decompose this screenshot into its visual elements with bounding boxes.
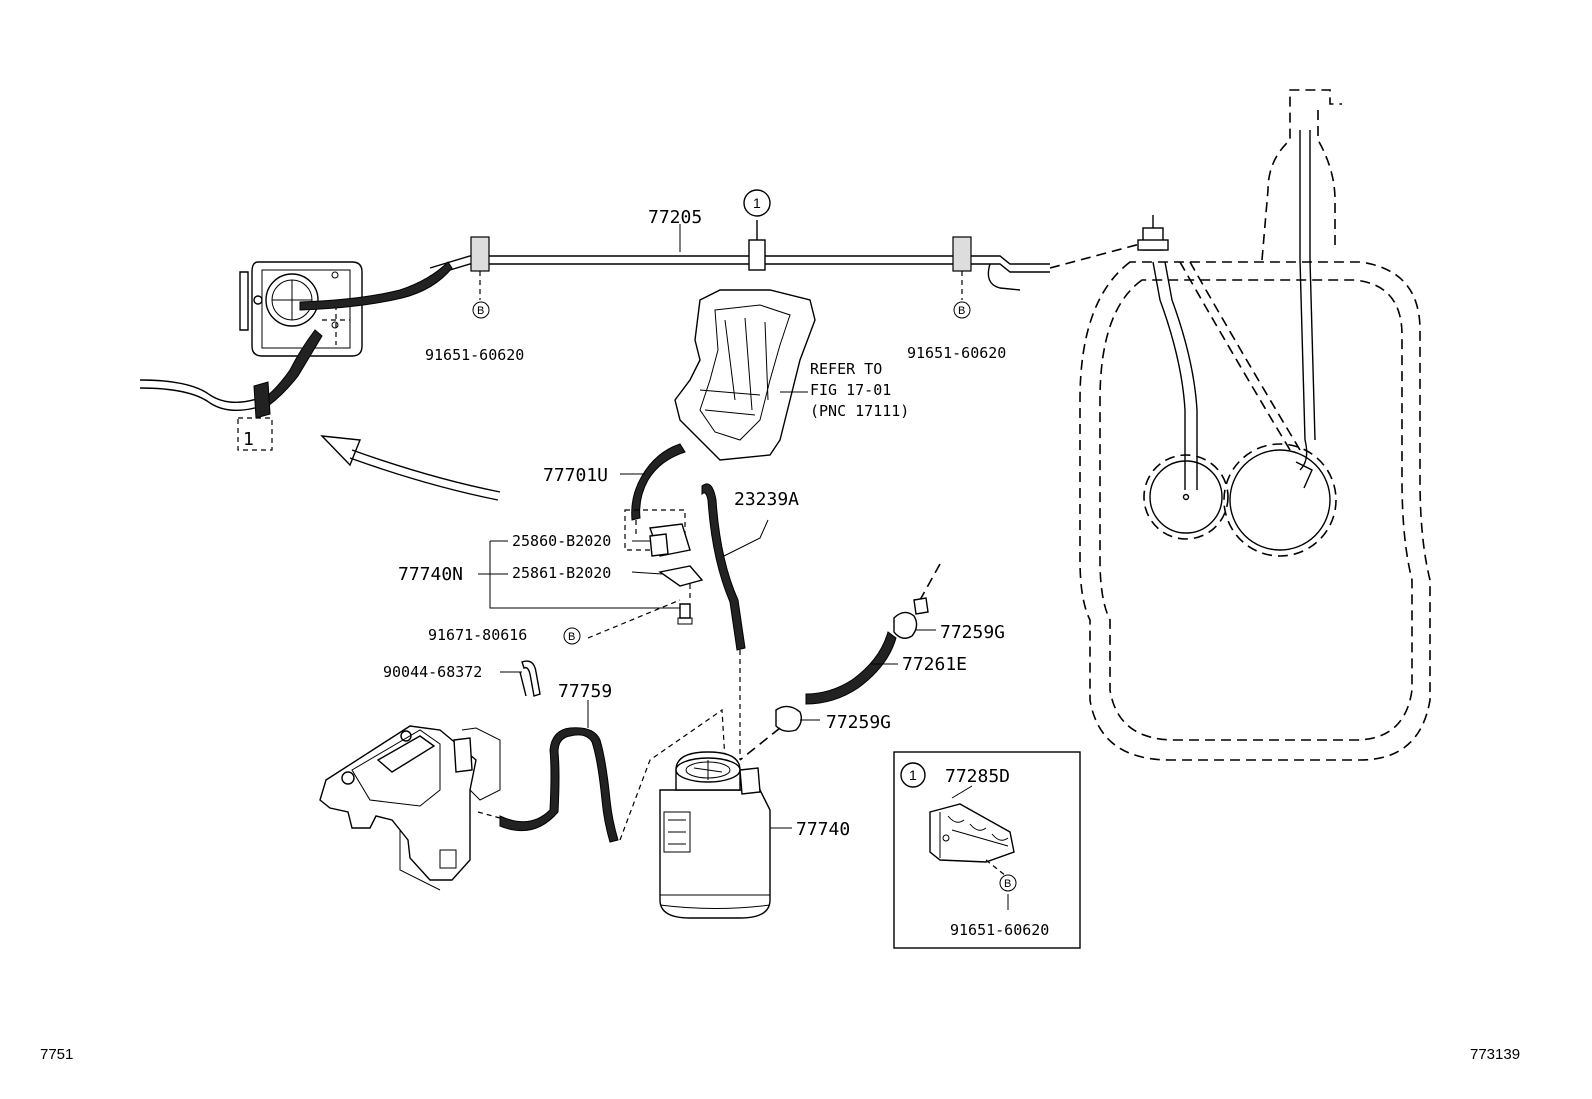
label-77740: 77740 [796,819,850,840]
marker-b-inset: B [999,874,1017,892]
marker-b-left: B [472,301,490,319]
svg-text:B: B [568,631,575,643]
clamp-inset-box [893,751,1081,949]
canister-bracket [319,725,501,891]
vsv-assembly-77740n [478,509,704,639]
direction-arrow [320,435,501,501]
label-23239a: 23239A [734,489,799,510]
marker-circle-1-inset: 1 [900,762,926,788]
svg-text:1: 1 [909,767,917,783]
label-77285d: 77285D [945,766,1010,787]
label-77701u: 77701U [543,465,608,486]
charcoal-canister-77740 [659,751,792,919]
label-91671: 91671-80616 [428,626,527,644]
fuel-tank-outline [1079,89,1431,761]
label-77259g-bottom: 77259G [826,712,891,733]
label-25861: 25861-B2020 [512,564,611,582]
svg-text:B: B [1004,878,1011,890]
label-dashed-ref: 1 [243,429,254,450]
vapor-tube-77205 [429,220,1141,300]
label-77740n: 77740N [398,564,463,585]
label-91651-inset: 91651-60620 [950,921,1049,939]
hose-23239a [701,483,769,760]
label-77259g-top: 77259G [940,622,1005,643]
label-90044: 90044-68372 [383,663,482,681]
label-77261e: 77261E [902,654,967,675]
svg-text:B: B [477,305,484,317]
marker-circle-1-top: 1 [743,189,771,217]
label-refer-line2: FIG 17-01 [810,381,891,399]
hose-77261e-clamps [739,563,941,761]
label-refer-line1: REFER TO [810,360,882,378]
footer-left-code: 7751 [40,1046,73,1063]
svg-text:B: B [958,305,965,317]
marker-1-text: 1 [753,195,761,211]
marker-b-right: B [953,301,971,319]
hose-77701u [620,443,686,536]
label-91651-right: 91651-60620 [907,344,1006,362]
footer-right-code: 773139 [1470,1046,1520,1063]
marker-b-91671: B [563,627,581,645]
label-77759: 77759 [558,681,612,702]
label-91651-left: 91651-60620 [425,346,524,364]
hose-77759 [477,660,726,843]
label-refer-line3: (PNC 17111) [810,402,909,420]
label-25860: 25860-B2020 [512,532,611,550]
label-77205: 77205 [648,207,702,228]
filler-plate-assembly [139,261,453,451]
intake-manifold [674,289,816,461]
